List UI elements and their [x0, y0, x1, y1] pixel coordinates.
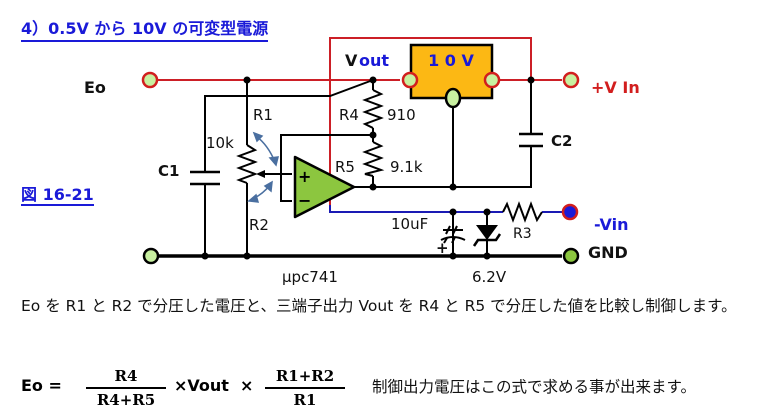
label-c2: C2: [551, 132, 572, 150]
wire-neg-rail: [329, 205, 503, 213]
opamp-minus-label: −: [298, 191, 311, 210]
label-pot-value: 10k: [206, 134, 234, 152]
adjust-arrows-icon: [247, 131, 279, 203]
label-r4: R4: [339, 106, 359, 124]
fraction1-bar: [86, 387, 166, 389]
label-r5: R5: [335, 158, 355, 176]
fraction-r4-ratio: R4 R4+R5: [86, 366, 166, 410]
figure-label: 図 16-21: [21, 185, 94, 206]
label-gnd: GND: [588, 243, 628, 262]
fraction2-bar: [265, 387, 345, 389]
description-text: Eo を R1 と R2 で分圧した電圧と、三端子出力 Vout を R4 と …: [21, 297, 737, 315]
label-v-in-minus: -Vin: [594, 215, 628, 234]
terminal-v-in-minus: [561, 203, 579, 221]
label-r3: R3: [513, 226, 532, 242]
label-v-in-plus: +V In: [591, 78, 640, 97]
resistor-r3: [502, 201, 543, 223]
capacitor-c2: [519, 132, 543, 148]
capacitor-c1: [190, 170, 220, 186]
resistor-r4: [362, 89, 384, 129]
equation-lhs: Eo =: [21, 376, 62, 395]
terminal-v-in-plus: [562, 71, 580, 89]
regulator-label: 1 0 V: [428, 51, 474, 70]
label-r1: R1: [253, 106, 273, 124]
label-r4-value: 910: [387, 106, 416, 124]
wire-opamp-out: [352, 146, 532, 188]
fraction2-numerator: R1+R2: [275, 367, 335, 385]
label-c1: C1: [158, 162, 179, 180]
wiper-arrow-icon: [256, 170, 265, 178]
label-opamp: μpc741: [282, 268, 338, 286]
regulator-pin-out: [401, 71, 419, 89]
terminal-eo: [141, 71, 159, 89]
wire-c1-top: [204, 79, 374, 172]
opamp-plus-label: +: [298, 167, 311, 186]
fraction2-denominator: R1: [293, 391, 317, 409]
equation-times-vout: ×Vout: [174, 376, 229, 395]
label-eo: Eo: [84, 78, 106, 97]
label-zener-value: 6.2V: [472, 268, 507, 286]
label-r2: R2: [249, 216, 269, 234]
label-cap-value: 10uF: [391, 215, 428, 233]
label-vout-v: V: [345, 51, 358, 70]
terminal-gnd: [562, 247, 580, 265]
label-r5-value: 9.1k: [390, 158, 423, 176]
opamp: [293, 155, 356, 219]
zener-diode: [472, 225, 502, 247]
potentiometer-resistor: [236, 144, 258, 184]
regulator-pin-gnd: [444, 87, 462, 109]
capacitor-10uf: [440, 225, 466, 244]
resistor-r5: [362, 141, 385, 177]
wire-feedback-loop: [329, 37, 532, 205]
black-wires: [158, 79, 562, 258]
fraction-r1-ratio: R1+R2 R1: [265, 366, 345, 410]
terminal-gnd-left: [142, 247, 160, 265]
circuit-diagram: + − 1 0 V Eo: [84, 37, 640, 286]
regulator-pin-in: [483, 71, 501, 89]
fraction1-denominator: R4+R5: [96, 391, 156, 409]
label-cap-polarity: +: [436, 239, 449, 257]
junction-dots: [201, 76, 535, 260]
fraction1-numerator: R4: [114, 367, 138, 385]
label-vout-out: out: [359, 51, 389, 70]
equation: Eo = R4 R4+R5 ×Vout × R1+R2 R1 制御出力電圧はこの…: [0, 362, 780, 412]
section-title: 4）0.5V から 10V の可変型電源: [21, 20, 269, 42]
equation-times: ×: [240, 376, 254, 395]
equation-note: 制御出力電圧はこの式で求める事が出来ます。: [372, 378, 696, 396]
wire-feedback-minus: [280, 134, 373, 202]
blue-wires: [329, 205, 563, 213]
